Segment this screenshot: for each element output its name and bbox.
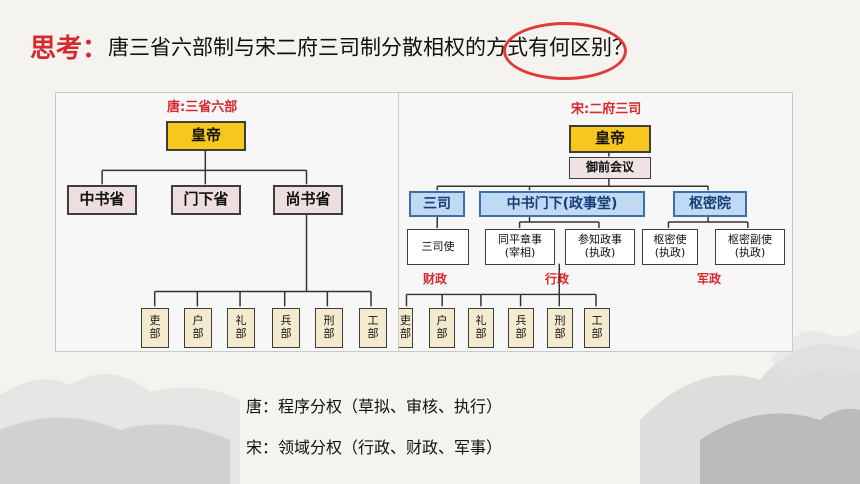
- label-finance: 财政: [423, 272, 448, 286]
- tongpingzhangshi-box: 同平章事 (宰相): [485, 229, 555, 265]
- tang-connector-lines: [101, 150, 372, 307]
- song-conclusion: 宋：领域分权（行政、财政、军事）: [246, 438, 503, 457]
- tang-title: 唐:三省六部: [167, 100, 238, 115]
- song-gongbu-box: 工 部: [584, 308, 610, 348]
- shumi-fushi-box: 枢密副使 (执政): [715, 229, 785, 265]
- label-military: 军政: [697, 272, 722, 286]
- tang-libu-rites-box: 礼 部: [227, 308, 255, 348]
- sansi-shi-box: 三司使: [407, 229, 469, 265]
- zhongshu-sheng-box: 中书省: [67, 185, 137, 215]
- highlight-circle: [503, 22, 627, 80]
- tang-libu-box: 吏 部: [141, 308, 169, 348]
- song-xingbu-box: 刑 部: [547, 308, 573, 348]
- song-libu-rites-box: 礼 部: [468, 308, 494, 348]
- tang-hubu-box: 户 部: [184, 308, 212, 348]
- tang-diagram-panel: 唐:三省六部 皇帝 中书省 门下省 尚书省 吏 部 户 部 礼 部 兵 部 刑 …: [55, 92, 435, 352]
- menxia-sheng-box: 门下省: [171, 185, 241, 215]
- song-diagram-panel: 宋:二府三司 皇帝 御前会议 三司 中书门下(政事堂) 枢密院 三司使 同平章事…: [398, 92, 793, 352]
- tang-bingbu-box: 兵 部: [272, 308, 300, 348]
- song-emperor-box: 皇帝: [569, 125, 651, 153]
- tang-gongbu-box: 工 部: [359, 308, 387, 348]
- label-administration: 行政: [545, 272, 570, 286]
- song-title: 宋:二府三司: [571, 102, 642, 117]
- zhongshu-menxia-box: 中书门下(政事堂): [479, 191, 645, 217]
- tang-conclusion: 唐：程序分权（草拟、审核、执行）: [246, 397, 503, 416]
- tang-xingbu-box: 刑 部: [315, 308, 343, 348]
- sansi-box: 三司: [409, 191, 465, 217]
- song-connector-lines: [405, 152, 749, 307]
- song-bingbu-box: 兵 部: [508, 308, 534, 348]
- shangshu-sheng-box: 尚书省: [273, 185, 343, 215]
- think-keyword: 思考：: [30, 34, 109, 64]
- shumishi-box: 枢密使 (执政): [642, 229, 698, 265]
- imperial-council-box: 御前会议: [569, 157, 651, 179]
- shumiyuan-box: 枢密院: [673, 191, 747, 217]
- canzhizhengshi-box: 参知政事 (执政): [565, 229, 635, 265]
- song-hubu-box: 户 部: [429, 308, 455, 348]
- tang-emperor-box: 皇帝: [166, 121, 246, 151]
- song-libu-box: 吏 部: [399, 308, 413, 348]
